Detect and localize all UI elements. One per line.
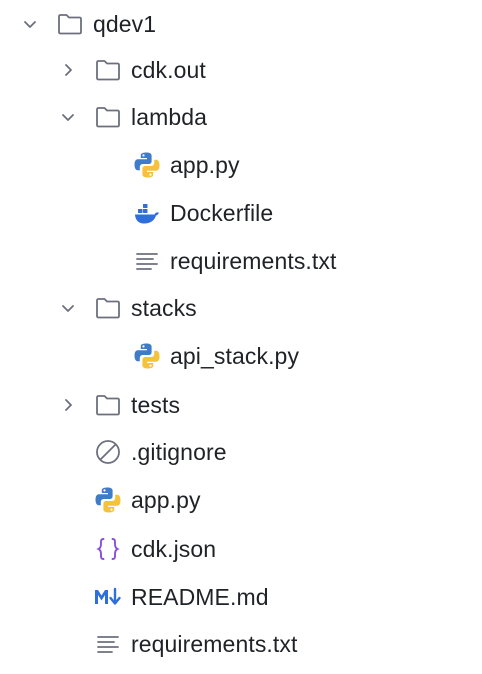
tree-item-stacks[interactable]: stacks [0,284,482,332]
text-file-icon [93,629,123,659]
tree-item-label: .gitignore [131,439,227,465]
tree-item-lambda[interactable]: lambda [0,93,482,141]
tree-item-label: app.py [131,487,201,513]
chevron-down-icon[interactable] [22,16,38,32]
tree-item-lambda-requirements-txt[interactable]: requirements.txt [0,237,482,285]
tree-item-cdk-json[interactable]: cdk.json [0,525,482,573]
folder-icon [55,9,85,39]
tree-item-label: README.md [131,584,269,610]
tree-item-label: app.py [170,152,240,178]
tree-item-label: requirements.txt [131,631,298,657]
json-icon [93,534,123,564]
tree-item-requirements-txt[interactable]: requirements.txt [0,620,482,668]
tree-item-label: qdev1 [93,11,157,37]
tree-item-dockerfile[interactable]: Dockerfile [0,189,482,237]
folder-icon [93,55,123,85]
chevron-right-icon[interactable] [60,62,76,78]
tree-item-label: Dockerfile [170,200,274,226]
tree-item-qdev1[interactable]: qdev1 [0,0,482,48]
tree-item-label: cdk.out [131,57,206,83]
chevron-down-icon[interactable] [60,109,76,125]
tree-item-label: cdk.json [131,536,217,562]
tree-item-label: lambda [131,104,208,130]
tree-item-app-py[interactable]: app.py [0,476,482,524]
folder-icon [93,390,123,420]
tree-item-readme-md[interactable]: README.md [0,573,482,621]
chevron-right-icon[interactable] [60,397,76,413]
folder-icon [93,102,123,132]
docker-icon [132,198,162,228]
markdown-icon [93,582,123,612]
tree-item-tests[interactable]: tests [0,381,482,429]
tree-item-label: api_stack.py [170,343,300,369]
tree-item-lambda-app-py[interactable]: app.py [0,141,482,189]
ignore-file-icon [93,437,123,467]
tree-item-cdk-out[interactable]: cdk.out [0,46,482,94]
text-file-icon [132,246,162,276]
tree-item-label: tests [131,392,181,418]
python-icon [132,341,162,371]
tree-item-label: requirements.txt [170,248,337,274]
python-icon [93,485,123,515]
folder-icon [93,293,123,323]
python-icon [132,150,162,180]
chevron-down-icon[interactable] [60,300,76,316]
tree-item-label: stacks [131,295,197,321]
tree-item-api-stack-py[interactable]: api_stack.py [0,332,482,380]
tree-item-gitignore[interactable]: .gitignore [0,428,482,476]
